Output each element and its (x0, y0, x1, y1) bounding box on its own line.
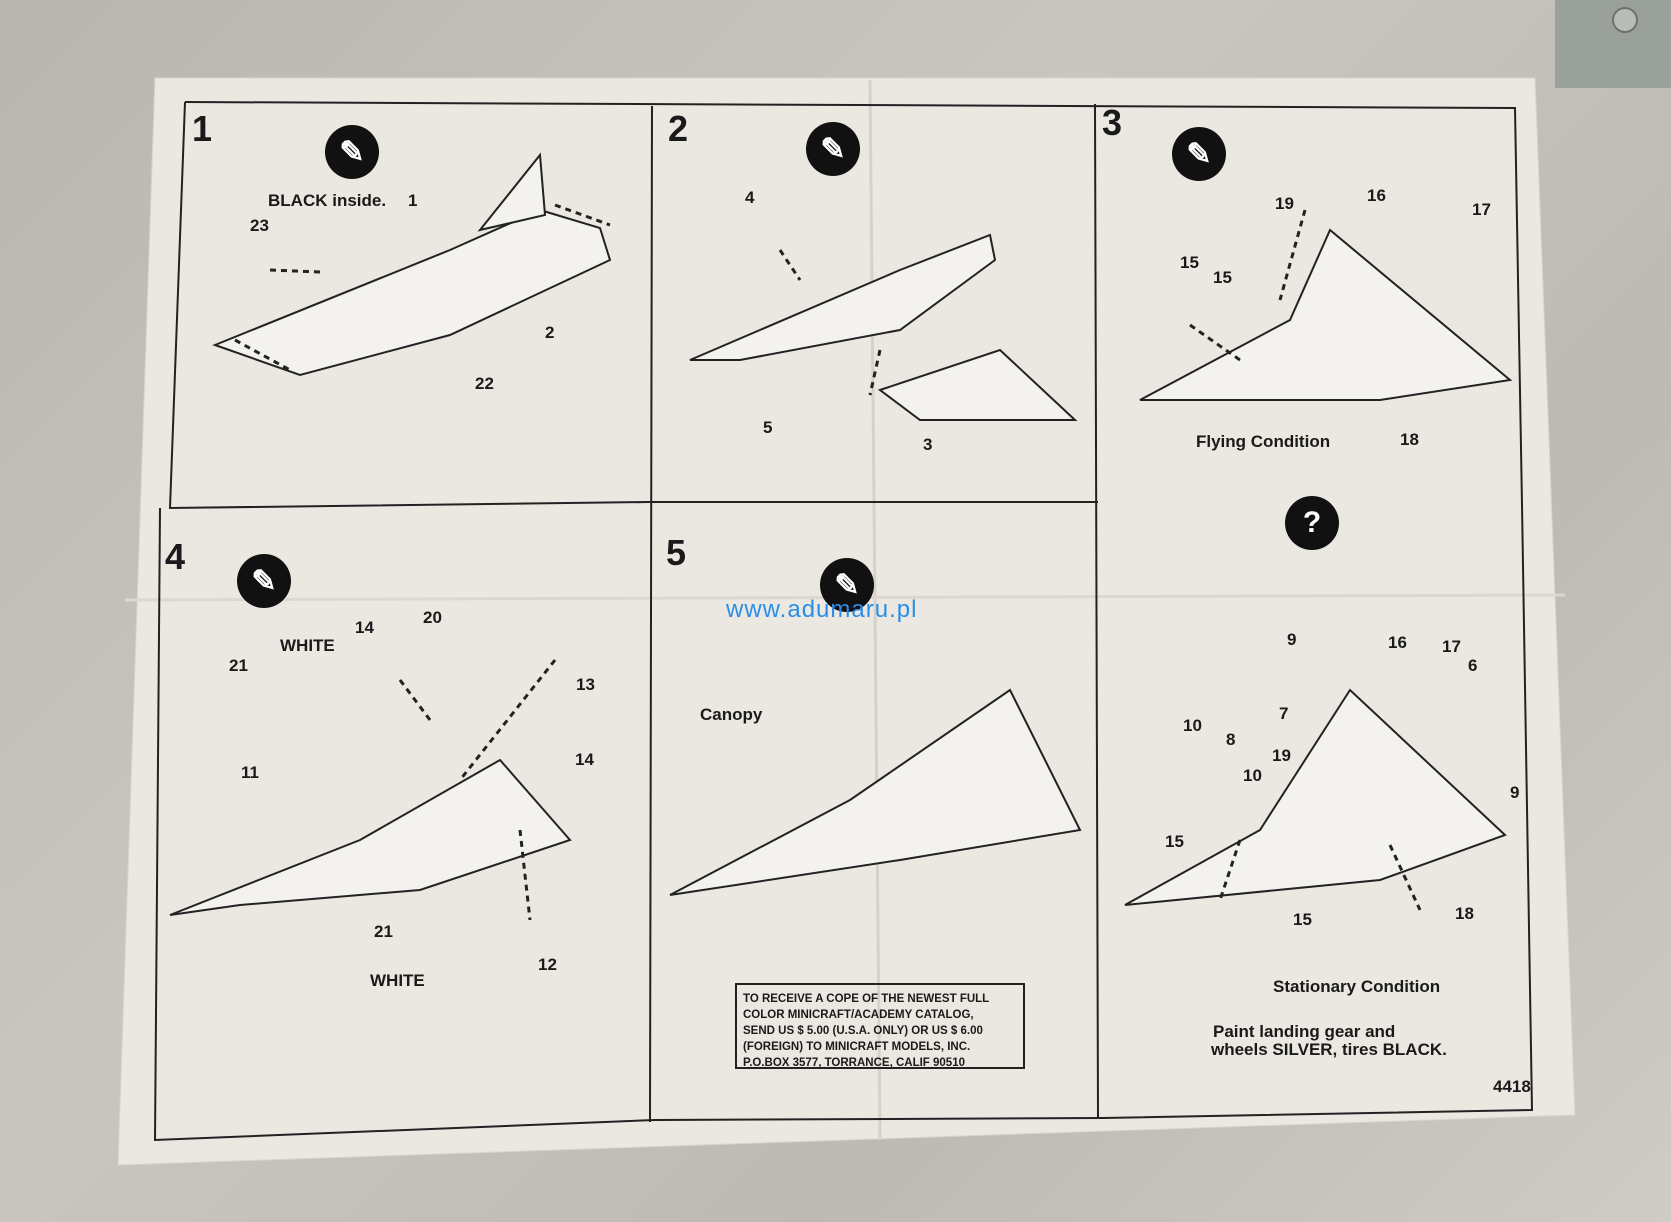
part-label: 17 (1442, 637, 1461, 656)
part-label: 21 (229, 656, 248, 675)
paint-note-line1: Paint landing gear and (1213, 1022, 1396, 1041)
glue-tube-icon: ✎ (806, 122, 860, 176)
part-label: 14 (575, 750, 594, 769)
step-number-4: 4 (165, 536, 186, 577)
part-label: 20 (423, 608, 442, 627)
part-label: 15 (1180, 253, 1199, 272)
part-label: BLACK inside. (268, 191, 387, 210)
part-label: 12 (538, 955, 557, 974)
stationary-condition-caption: Stationary Condition (1273, 977, 1441, 996)
step-number-5: 5 (666, 532, 687, 573)
part-label: 19 (1272, 746, 1291, 765)
part-label: 10 (1183, 716, 1202, 735)
part-label: 15 (1293, 910, 1312, 929)
part-label: 13 (576, 675, 595, 694)
part-label: 15 (1165, 832, 1184, 851)
glue-tube-icon: ✎ (820, 558, 874, 612)
glue-tube-icon: ✎ (325, 125, 379, 179)
part-label: 1 (408, 191, 418, 210)
part-label: 21 (374, 922, 393, 941)
part-label: 16 (1388, 633, 1407, 652)
part-label: 2 (545, 323, 555, 342)
watermark: www.adumaru.pl (726, 596, 918, 623)
catalog-line: SEND US $ 5.00 (U.S.A. ONLY) OR US $ 6.0… (743, 1025, 983, 1037)
part-label: 16 (1367, 186, 1386, 205)
catalog-line: COLOR MINICRAFT/ACADEMY CATALOG, (743, 1009, 974, 1021)
glue-tube-icon: ✎ (1172, 127, 1226, 181)
part-label: WHITE (370, 971, 425, 990)
part-label: 14 (355, 618, 374, 637)
part-label: 3 (923, 435, 933, 454)
part-label: 19 (1275, 194, 1294, 213)
part-label: WHITE (280, 636, 335, 655)
catalog-line: TO RECEIVE A COPE OF THE NEWEST FULL (743, 993, 990, 1005)
catalog-offer-box: TO RECEIVE A COPE OF THE NEWEST FULL COL… (735, 983, 1025, 1069)
flying-condition-caption: Flying Condition (1196, 432, 1331, 451)
part-label: 15 (1213, 268, 1232, 287)
catalog-line: (FOREIGN) TO MINICRAFT MODELS, INC. (743, 1041, 971, 1053)
part-label: 4 (745, 188, 755, 207)
step-number-1: 1 (192, 108, 213, 149)
part-label: 23 (250, 216, 269, 235)
part-label: 18 (1400, 430, 1419, 449)
sprue-fragment (1555, 0, 1671, 88)
part-label: 18 (1455, 904, 1474, 923)
part-label: 9 (1510, 783, 1520, 802)
part-label: 6 (1468, 656, 1478, 675)
part-label: 22 (475, 374, 494, 393)
question-icon: ? (1285, 496, 1339, 550)
part-label: 5 (763, 418, 773, 437)
part-label: 17 (1472, 200, 1491, 219)
fuselage-sketch (212, 208, 612, 377)
step-number-2: 2 (668, 108, 689, 149)
paint-note-line2: wheels SILVER, tires BLACK. (1211, 1040, 1447, 1059)
part-label: 10 (1243, 766, 1262, 785)
glue-tube-icon: ✎ (237, 554, 291, 608)
part-label: 11 (241, 763, 259, 782)
part-label: 9 (1287, 630, 1297, 649)
part-label: 7 (1279, 704, 1289, 723)
part-label: Canopy (700, 705, 763, 724)
part-label: 8 (1226, 730, 1236, 749)
kit-code: 4418 (1493, 1077, 1531, 1096)
catalog-line: P.O.BOX 3577, TORRANCE, CALIF 90510 (743, 1057, 965, 1069)
step-number-3: 3 (1102, 102, 1123, 143)
